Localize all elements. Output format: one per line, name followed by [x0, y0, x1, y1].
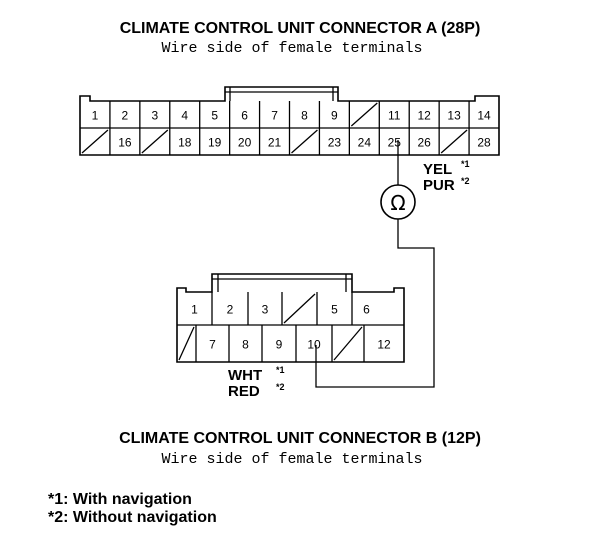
connector-b-terminal-3: 3 [262, 303, 269, 317]
connector-a-subtitle: Wire side of female terminals [161, 40, 422, 57]
connector-a-terminal-20: 20 [238, 136, 252, 150]
connector-b-terminal-2: 2 [227, 303, 234, 317]
connector-b-unused-slot [178, 326, 195, 361]
connector-a-terminal-9: 9 [331, 109, 338, 123]
connector-b-terminal-7: 7 [209, 338, 216, 352]
connector-a-terminal-21: 21 [268, 136, 282, 150]
connector-a-terminal-16: 16 [118, 136, 132, 150]
connector-a-terminal-5: 5 [211, 109, 218, 123]
connector-a-terminal-23: 23 [328, 136, 342, 150]
wire-color-wht: WHT [228, 367, 262, 384]
ohm-symbol: Ω [390, 191, 405, 215]
connector-b-subtitle: Wire side of female terminals [161, 451, 422, 468]
connector-a-unused-slot [291, 129, 318, 154]
connector-a-terminal-3: 3 [151, 109, 158, 123]
connector-a-terminal-4: 4 [181, 109, 188, 123]
connector-a-terminal-19: 19 [208, 136, 222, 150]
connector-a-terminal-18: 18 [178, 136, 192, 150]
connector-a-unused-slot [350, 102, 378, 127]
connector-b-unused-slot [283, 293, 316, 324]
connector-a-terminal-13: 13 [447, 109, 461, 123]
wire-color-pur: PUR [423, 177, 455, 194]
connector-a-wire-label: YEL *1 PUR *2 [423, 159, 470, 194]
wire-color-red: RED [228, 383, 260, 400]
connector-a-terminal-25: 25 [388, 136, 402, 150]
connector-a-terminal-28: 28 [477, 136, 491, 150]
connector-a-unused-slot [81, 129, 109, 154]
connector-a-terminal-26: 26 [417, 136, 431, 150]
connector-a-terminal-1: 1 [92, 109, 99, 123]
connector-b-terminal-10: 10 [307, 338, 321, 352]
connector-b-terminal-8: 8 [242, 338, 249, 352]
connector-a-terminal-11: 11 [388, 109, 401, 123]
footnote-2: *2: Without navigation [48, 509, 217, 526]
connector-a-terminal-12: 12 [417, 109, 431, 123]
connector-b-terminal-1: 1 [191, 303, 198, 317]
ohmmeter-icon: Ω [315, 140, 435, 388]
connector-b-title: CLIMATE CONTROL UNIT CONNECTOR B (12P) [119, 430, 481, 447]
connector-a-unused-slot [440, 129, 468, 154]
connector-a-terminal-8: 8 [301, 109, 308, 123]
footnote-marker-1: *1 [276, 365, 285, 375]
connector-a-terminal-14: 14 [477, 109, 491, 123]
footnote-marker-1: *1 [461, 159, 470, 169]
connector-a-terminal-2: 2 [122, 109, 129, 123]
connector-b-wire-label: WHT *1 RED *2 [228, 365, 285, 400]
footnote-marker-2: *2 [461, 176, 470, 186]
connector-a-terminal-6: 6 [241, 109, 248, 123]
connector-a-terminal-7: 7 [271, 109, 278, 123]
connector-a-unused-slot [141, 129, 169, 154]
connector-a-terminal-24: 24 [358, 136, 372, 150]
connector-a-title: CLIMATE CONTROL UNIT CONNECTOR A (28P) [120, 20, 481, 37]
connector-b-terminal-9: 9 [276, 338, 283, 352]
footnote-marker-2: *2 [276, 382, 285, 392]
connector-b-unused-slot [333, 326, 363, 361]
wire-color-yel: YEL [423, 161, 452, 178]
footnote-1: *1: With navigation [48, 491, 192, 508]
connector-b-terminal-5: 5 [331, 303, 338, 317]
connector-b-terminal-12: 12 [377, 338, 391, 352]
connector-b-terminal-6: 6 [363, 303, 370, 317]
